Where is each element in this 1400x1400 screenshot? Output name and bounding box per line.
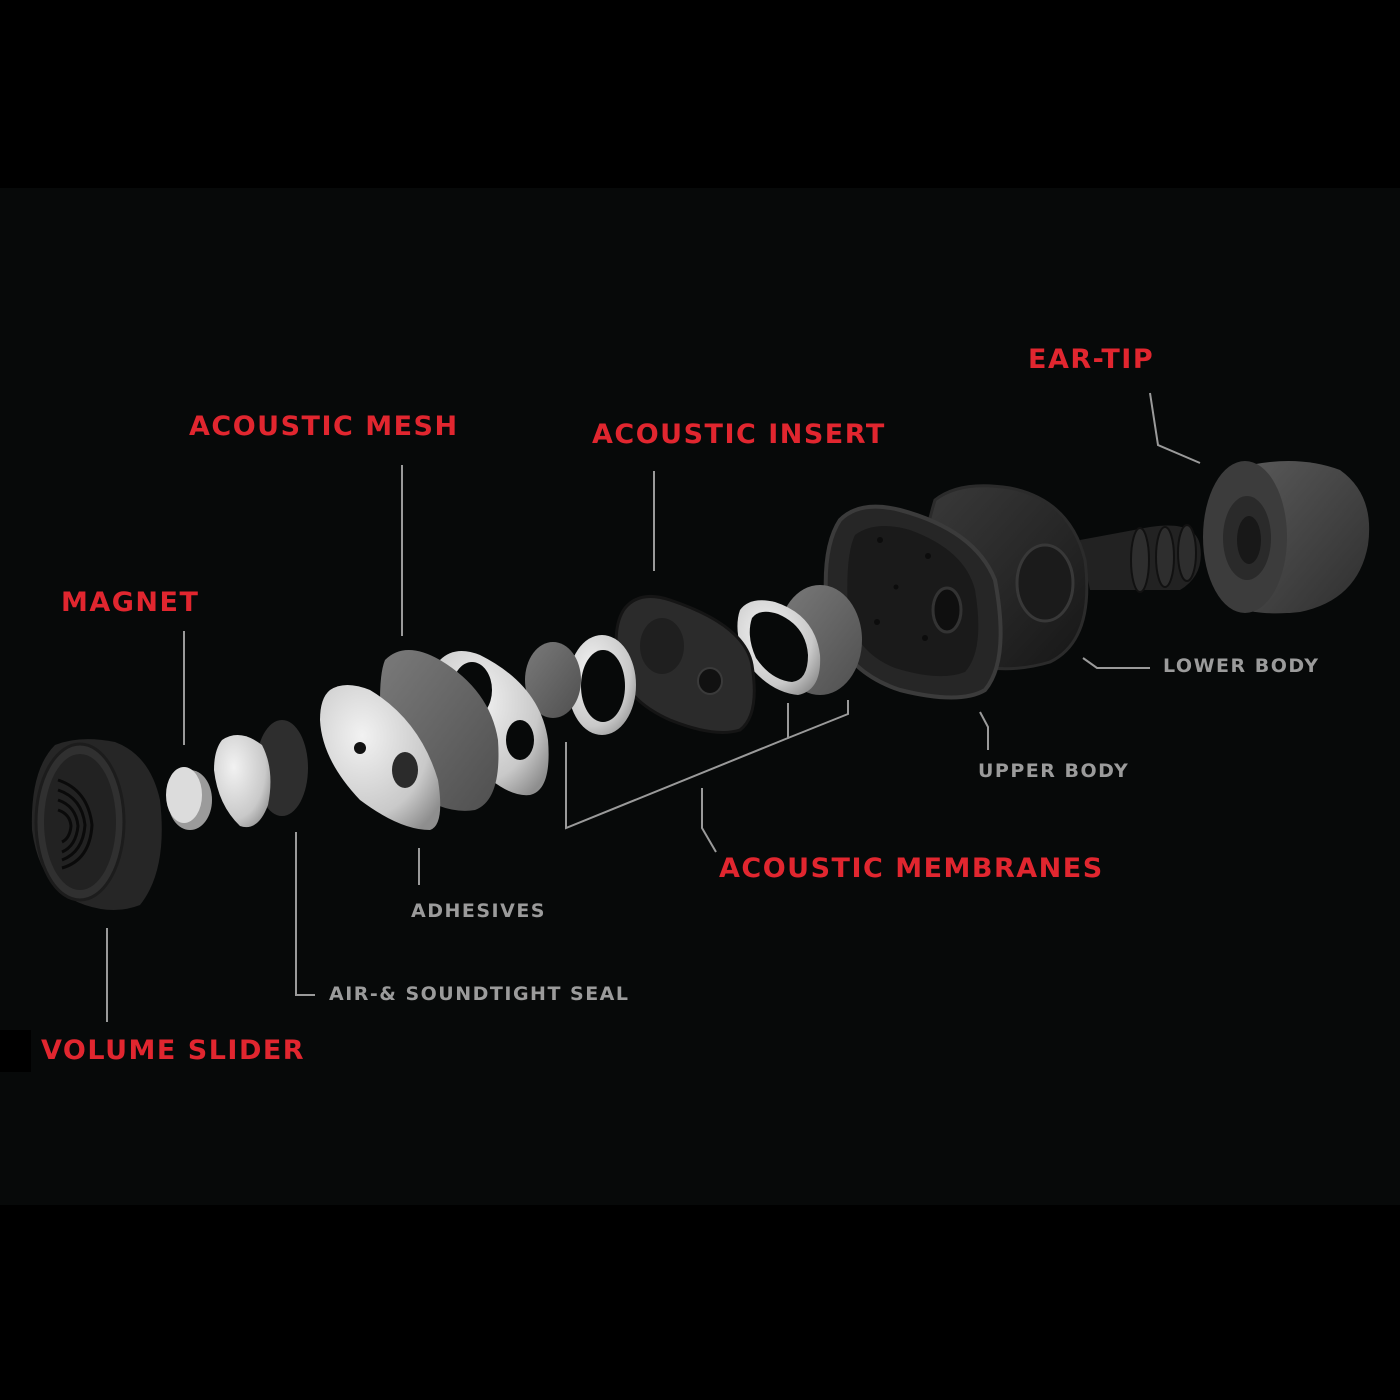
label-acoustic-membranes: ACOUSTIC MEMBRANES [719,853,1104,884]
leader-acoustic-membranes [701,788,717,853]
adhesive-ring [568,635,636,735]
adhesive-oval-ring [737,600,821,695]
leader-membranes-bracket-a [565,703,789,830]
acoustic-membrane-1 [525,642,581,718]
label-lower-body: LOWER BODY [1163,655,1320,677]
leader-ear-tip [1149,392,1201,464]
acoustic-insert-part [614,594,756,734]
ear-tip-part [1203,461,1370,614]
leader-membranes-bracket-b [787,700,849,739]
label-magnet: MAGNET [61,587,200,618]
leader-upper-body [979,711,989,750]
leader-seal [295,832,315,996]
label-ear-tip: EAR-TIP [1028,344,1155,375]
upper-body-part [823,504,1003,700]
label-volume-slider: VOLUME SLIDER [41,1035,306,1066]
label-adhesives: ADHESIVES [411,900,546,922]
label-acoustic-insert: ACOUSTIC INSERT [592,419,886,450]
label-air-soundtight-seal: AIR-& SOUNDTIGHT SEAL [329,983,630,1005]
adhesive-disc [214,735,271,828]
adhesive-plate [320,685,441,830]
leader-lower-body [1082,657,1150,669]
leader-lines [106,392,1201,1022]
magnet-part [166,767,212,830]
label-upper-body: UPPER BODY [978,760,1130,782]
panel-notch [0,1030,31,1072]
label-acoustic-mesh: ACOUSTIC MESH [189,411,459,442]
volume-slider-part [31,739,162,910]
